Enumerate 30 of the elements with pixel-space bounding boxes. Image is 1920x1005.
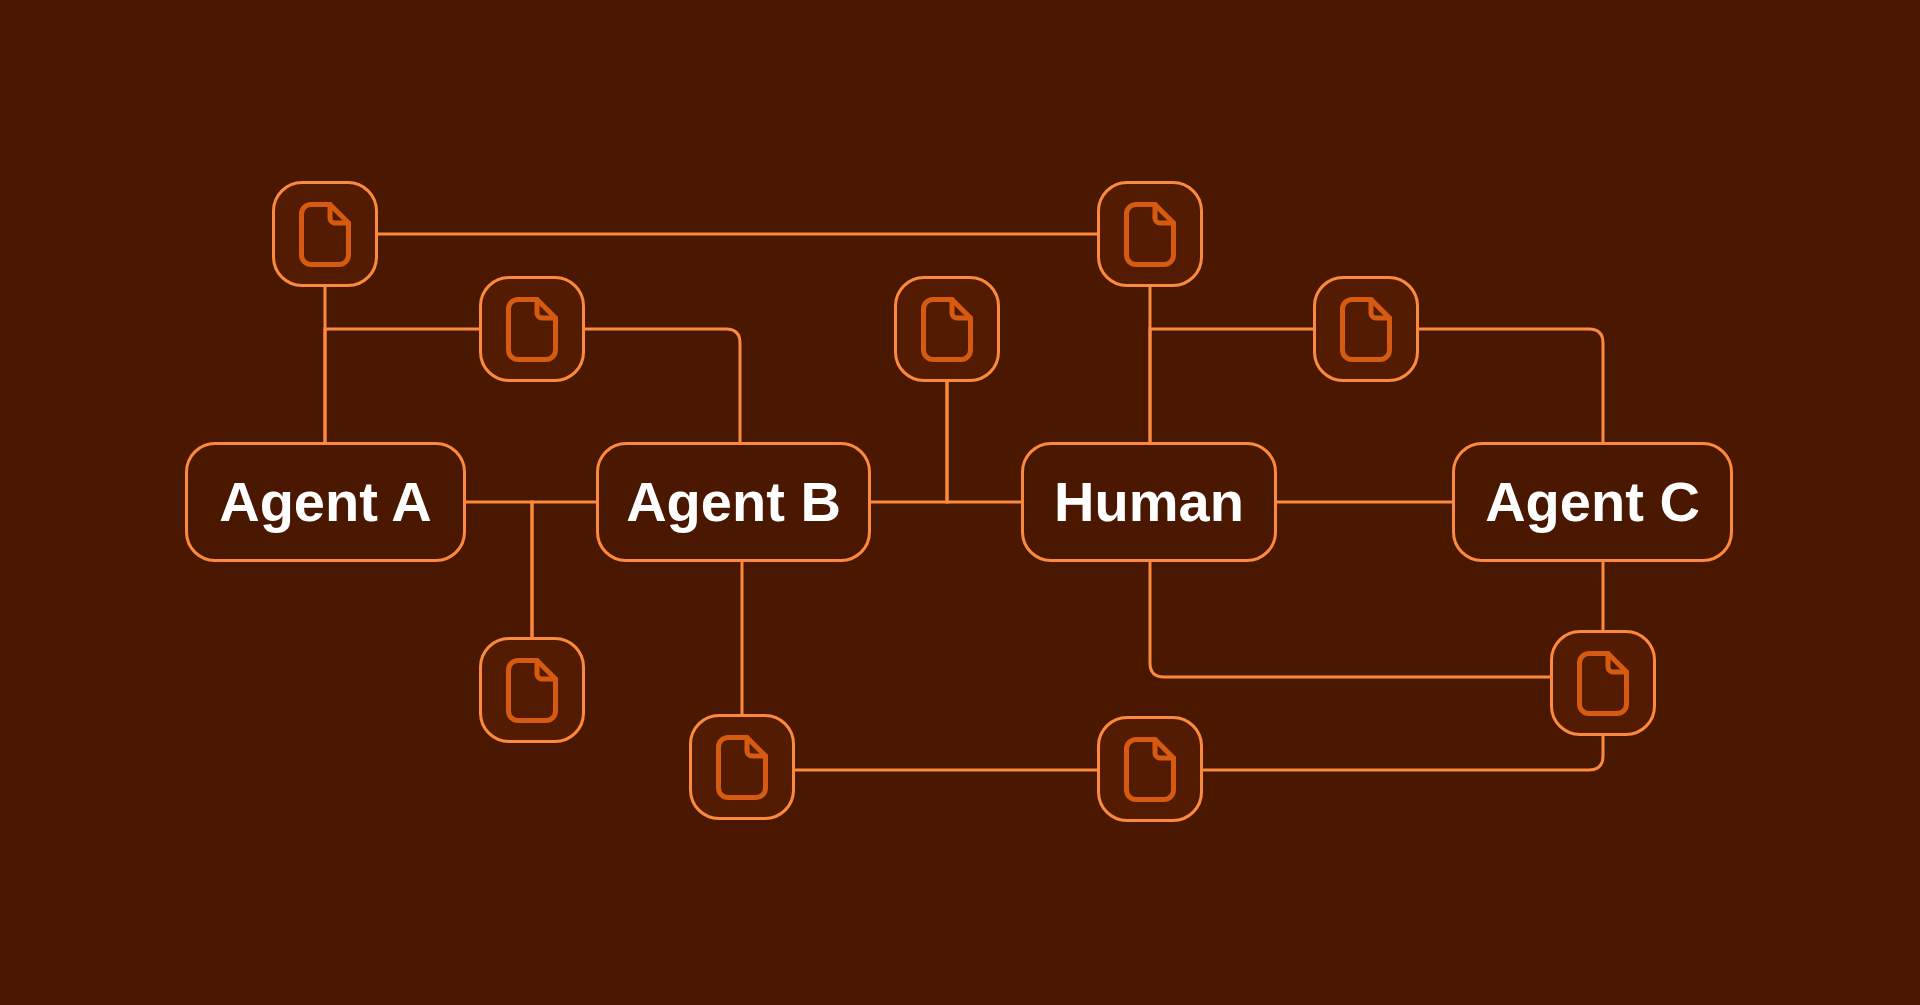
connector-line <box>1419 327 1605 442</box>
file-tile <box>1313 276 1419 382</box>
connector-line <box>378 232 1097 236</box>
node-label: Agent C <box>1485 469 1700 535</box>
connector-line <box>945 382 1021 504</box>
connector-line <box>740 562 744 714</box>
file-tile <box>479 276 585 382</box>
file-tile <box>1097 181 1203 287</box>
node-box <box>185 442 466 562</box>
file-tile <box>479 637 585 743</box>
node-box <box>1452 442 1733 562</box>
file-tile <box>1550 630 1656 736</box>
node-label: Agent A <box>219 469 432 535</box>
connector-line <box>530 500 596 637</box>
node-box <box>1021 442 1277 562</box>
connector-line <box>1148 562 1550 679</box>
file-tile <box>689 714 795 820</box>
connector-line <box>1148 327 1313 442</box>
connector-line <box>585 327 742 442</box>
connector-line <box>1203 736 1605 772</box>
connector-line <box>1601 562 1605 630</box>
node-box <box>596 442 871 562</box>
node-label: Human <box>1054 469 1244 535</box>
connector-line <box>323 327 479 442</box>
connector-line <box>795 768 1097 772</box>
file-tile <box>272 181 378 287</box>
file-tile <box>894 276 1000 382</box>
node-label: Agent B <box>626 469 841 535</box>
connector-line <box>1277 500 1452 504</box>
file-tile <box>1097 716 1203 822</box>
